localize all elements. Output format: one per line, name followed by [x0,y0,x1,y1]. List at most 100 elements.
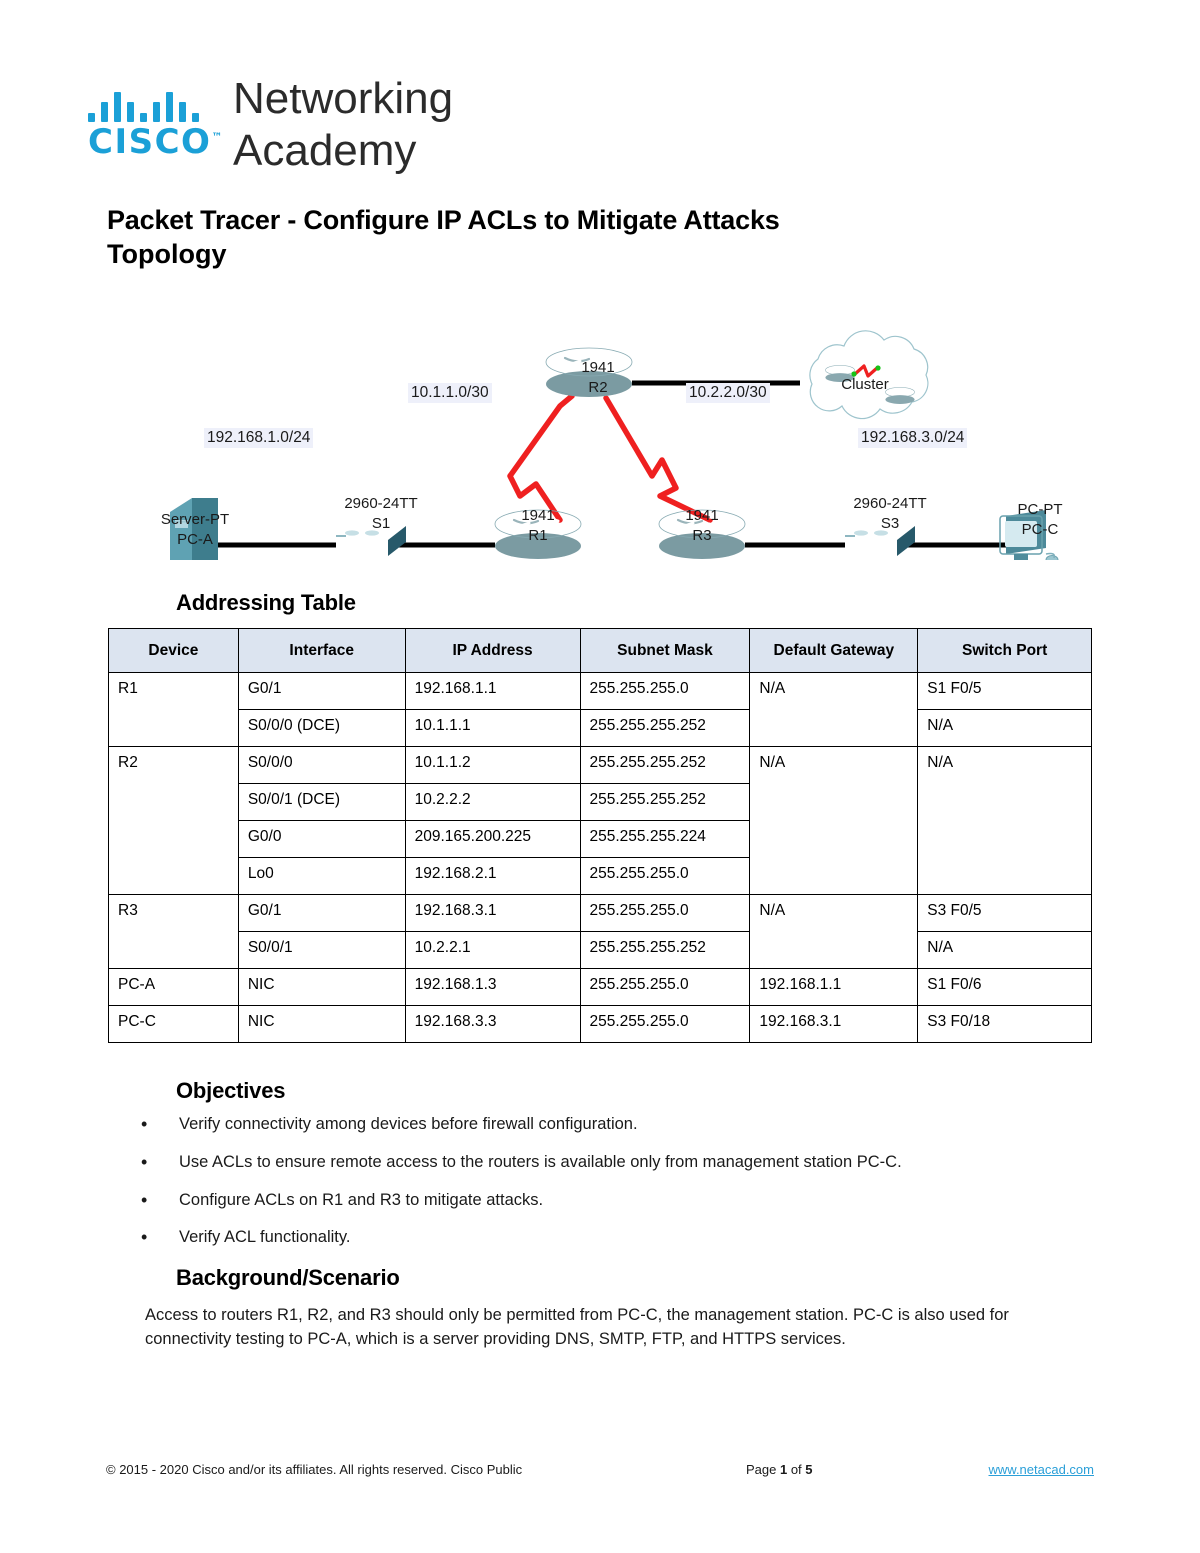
device-label-s1: 2960-24TT S1 [326,494,436,534]
table-row: S0/0/0 (DCE) 10.1.1.1 255.255.255.252 N/… [109,709,1092,747]
column-header-switch-port: Switch Port [917,628,1092,673]
device-model-server: Server-PT [160,511,230,528]
cell-mask: 255.255.255.252 [579,709,751,747]
device-label-pc: PC-PT PC-C [985,500,1095,540]
cell-port: S1 F0/5 [917,672,1092,710]
cell-mask: 255.255.255.224 [579,820,751,858]
device-model-s1: 2960-24TT [344,495,418,512]
cell-interface: S0/0/0 [237,746,406,784]
cell-interface: NIC [237,1005,406,1043]
table-row: S0/0/1 (DCE) 10.2.2.2 255.255.255.252 [109,783,1092,821]
cell-device: R2 [108,746,239,895]
device-label-cluster: Cluster [810,375,920,395]
serial-link-r1-r2 [507,393,575,523]
cell-ip: 10.1.1.2 [404,746,581,784]
device-label-server: Server-PT PC-A [140,510,250,550]
topology-heading: Topology [107,239,227,269]
network-label-left-lan: 192.168.1.0/24 [204,428,314,448]
addressing-table-heading: Addressing Table [176,590,356,615]
cell-ip: 192.168.3.3 [404,1005,581,1043]
device-name-server: PC-A [177,530,213,548]
column-header-device: Device [108,628,239,673]
cell-interface: G0/0 [237,820,406,858]
cell-ip: 10.2.2.2 [404,783,581,821]
cell-gateway: 192.168.3.1 [749,1005,919,1043]
device-label-r3: 1941 R3 [647,506,757,546]
cell-device: PC-A [108,968,239,1006]
cell-interface: G0/1 [237,894,406,932]
cell-ip: 10.2.2.1 [404,931,581,969]
table-row: Lo0 192.168.2.1 255.255.255.0 [109,857,1092,895]
table-row: S0/0/1 10.2.2.1 255.255.255.252 N/A [109,931,1092,969]
footer-page-total: 5 [805,1462,813,1477]
cell-interface: S0/0/1 (DCE) [237,783,406,821]
cell-device: R1 [108,672,239,747]
cell-gateway: N/A [749,894,919,969]
device-label-r1: 1941 R1 [483,506,593,546]
cell-mask: 255.255.255.0 [579,894,751,932]
trademark-symbol: ™ [211,130,223,144]
page-title: Packet Tracer - Configure IP ACLs to Mit… [107,205,780,235]
cell-port: N/A [917,931,1092,969]
cell-ip: 192.168.1.3 [404,968,581,1006]
cell-port: S3 F0/5 [917,894,1092,932]
device-name-r1: R1 [528,526,548,544]
cell-port: S3 F0/18 [917,1005,1092,1043]
background-scenario-text: Access to routers R1, R2, and R3 should … [145,1306,1009,1349]
column-header-default-gateway: Default Gateway [749,628,919,673]
table-row: R1 G0/1 192.168.1.1 255.255.255.0 N/A S1… [108,672,1092,747]
cell-interface: NIC [237,968,406,1006]
footer-page-indicator: Page 1 of 5 [746,1462,813,1477]
cell-mask: 255.255.255.0 [579,968,751,1006]
cell-port: S1 F0/6 [917,968,1092,1006]
table-row: PC-A NIC 192.168.1.3 255.255.255.0 192.1… [108,968,1092,1006]
cisco-wordmark-text: CISCO [88,122,212,162]
footer-page-middle: of [787,1462,806,1477]
footer-divider [106,1452,1094,1453]
footer-page-prefix: Page [746,1462,780,1477]
addressing-table: Device Interface IP Address Subnet Mask … [108,628,1092,1043]
cluster-cloud-icon [809,330,929,420]
logo-networking-text: Networking [233,74,454,123]
server-pc-a-icon [170,498,218,560]
objectives-list: Verify connectivity among devices before… [135,1111,1095,1263]
device-label-s3: 2960-24TT S3 [835,494,945,534]
cell-port: N/A [917,746,1092,895]
device-model-r3: 1941 [685,507,719,524]
network-label-left-wan: 10.1.1.0/30 [408,383,492,403]
device-name-s1: S1 [371,514,391,532]
device-name-s3: S3 [880,514,900,532]
list-item: Verify connectivity among devices before… [135,1111,1095,1138]
device-name-r3: R3 [692,526,712,544]
cisco-bars-icon [88,88,220,122]
cell-device: PC-C [108,1005,239,1043]
cisco-wordmark: CISCO™ [88,122,222,162]
footer-copyright: © 2015 - 2020 Cisco and/or its affiliate… [106,1462,523,1477]
cell-ip: 10.1.1.1 [404,709,581,747]
footer-page-number: 1 [779,1462,788,1477]
logo-academy-text: Academy [233,126,417,175]
cell-interface: S0/0/1 [237,931,406,969]
device-model-r1: 1941 [521,507,555,524]
cell-ip: 192.168.1.1 [404,672,581,710]
network-topology-diagram: 192.168.1.0/24 10.1.1.0/30 10.2.2.0/30 1… [140,288,1100,560]
cell-interface: Lo0 [237,857,406,895]
column-header-subnet-mask: Subnet Mask [579,628,751,673]
list-item: Use ACLs to ensure remote access to the … [135,1149,1095,1176]
cell-interface: G0/1 [237,672,406,710]
device-name-r2: R2 [588,378,608,396]
cell-mask: 255.255.255.252 [579,746,751,784]
cell-gateway: N/A [749,746,919,895]
list-item: Configure ACLs on R1 and R3 to mitigate … [135,1187,1095,1214]
device-name-pc: PC-C [1021,520,1059,538]
cell-gateway: 192.168.1.1 [749,968,919,1006]
cell-mask: 255.255.255.0 [579,672,751,710]
cell-port: N/A [917,709,1092,747]
footer-netacad-link[interactable]: www.netacad.com [988,1462,1095,1477]
cell-mask: 255.255.255.0 [579,1005,751,1043]
cell-mask: 255.255.255.252 [579,783,751,821]
cell-mask: 255.255.255.0 [579,857,751,895]
device-model-s3: 2960-24TT [853,495,927,512]
cell-ip: 192.168.3.1 [404,894,581,932]
device-model-r2: 1941 [581,359,615,376]
